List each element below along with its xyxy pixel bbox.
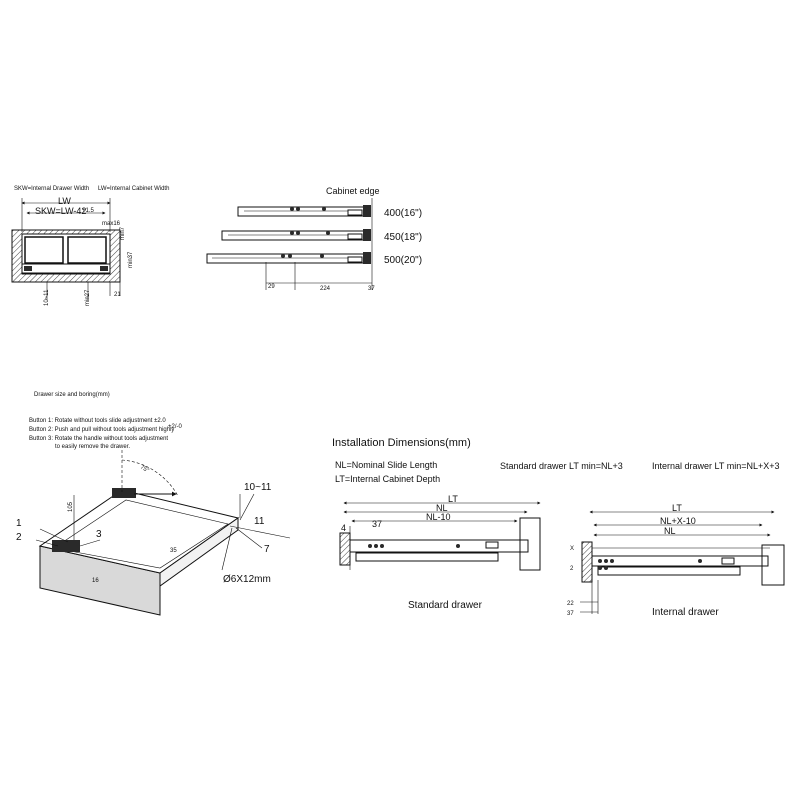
- callout-3: 3: [96, 529, 102, 540]
- int-caption: Internal drawer: [652, 607, 719, 618]
- cross-section-diagram: SKW=Internal Drawer Width LW=Internal Ca…: [11, 186, 169, 306]
- skw-label: SKW=LW-42: [35, 206, 86, 216]
- button-3-note-cont: to easily remove the drawer.: [55, 444, 130, 450]
- drawer-inner-edge: [53, 499, 229, 569]
- front-lock-device[interactable]: [52, 540, 80, 552]
- dim-224-label: 224: [320, 286, 331, 292]
- button-3-note: Button 3: Rotate the handle without tool…: [29, 436, 168, 442]
- leader-1: [39, 528, 69, 543]
- int-cabinet-side: [581, 541, 593, 583]
- internal-drawer-diagram: LT NL+X-10 NL X 2 22 37 Intern: [567, 503, 785, 618]
- slide-lengths-diagram: Cabinet edge 400(16") 450(18"): [206, 186, 422, 292]
- slide-450: 450(18"): [221, 229, 422, 243]
- int-dim-2-label: 2: [570, 566, 574, 572]
- int-slide-lower: [597, 566, 741, 576]
- length-400-label: 400(16"): [384, 208, 422, 219]
- internal-formula: Internal drawer LT min=NL+X+3: [652, 461, 780, 471]
- leader-3: [79, 539, 101, 547]
- callout-2: 2: [16, 532, 22, 543]
- drawer-box-left: [24, 236, 64, 264]
- int-dim-37-label: 37: [567, 611, 574, 617]
- d21-label: 21: [114, 292, 121, 298]
- drawer-perspective-diagram: Drawer size and boring(mm) Button 1: Rot…: [16, 392, 291, 616]
- leader-2: [35, 539, 59, 547]
- std-lt-label: LT: [448, 494, 458, 504]
- d10-11-label: 10~11: [44, 289, 50, 306]
- drawer-box-right: [67, 236, 107, 264]
- standard-drawer-diagram: LT NL NL-10 4 37 Standard drawer: [339, 494, 541, 611]
- int-dim-22-label: 22: [567, 601, 574, 607]
- nl-definition: NL=Nominal Slide Length: [335, 460, 437, 470]
- int-x-label: X: [570, 546, 574, 552]
- slide-rail-section: [21, 263, 111, 274]
- callout-1: 1: [16, 518, 22, 529]
- dim-11-label: 11: [254, 516, 265, 527]
- button-2-note: Button 2: Push and pull without tools ad…: [29, 427, 174, 433]
- length-500-label: 500(20"): [384, 255, 422, 266]
- skw-definition: SKW=Internal Drawer Width: [14, 186, 89, 192]
- std-nl10-label: NL-10: [426, 512, 451, 522]
- cabinet-edge-label: Cabinet edge: [326, 186, 380, 196]
- dim-16-label: 16: [92, 578, 99, 584]
- std-caption: Standard drawer: [408, 600, 483, 611]
- skw-tolerance: +1.5: [82, 208, 95, 214]
- min7-label: min7: [120, 226, 126, 240]
- dim-7-label: 7: [264, 544, 270, 555]
- min27-label: min27: [85, 289, 91, 306]
- lt-definition: LT=Internal Cabinet Depth: [335, 474, 440, 484]
- bore-label: Ø6X12mm: [223, 574, 271, 585]
- int-nl-label: NL: [664, 526, 676, 536]
- std-slide-lower: [355, 552, 499, 562]
- drawer-title: Drawer size and boring(mm): [34, 392, 110, 398]
- installation-dimensions: Installation Dimensions(mm) NL=Nominal S…: [332, 437, 785, 618]
- int-slide-body: [591, 555, 769, 567]
- install-title: Installation Dimensions(mm): [332, 437, 471, 449]
- int-lt-label: LT: [672, 503, 682, 513]
- int-nlx-label: NL+X-10: [660, 516, 696, 526]
- slide-clip-left: [24, 266, 32, 271]
- std-nl-label: NL: [436, 503, 448, 513]
- length-450-label: 450(18"): [384, 232, 422, 243]
- lw-definition: LW=Internal Cabinet Width: [98, 186, 169, 192]
- angle-label: 75°: [139, 465, 150, 475]
- slide-clip-right: [100, 266, 108, 271]
- dim-37-label: 37: [368, 286, 375, 292]
- std-slide-body: [349, 539, 529, 553]
- std-dim-37-label: 37: [372, 519, 382, 529]
- rear-hook-device: [112, 488, 136, 498]
- std-dim-4-label: 4: [341, 523, 346, 533]
- slide-400: 400(16"): [237, 205, 422, 219]
- dim-29-label: 29: [268, 284, 275, 290]
- dim-10-11-label: 10~11: [244, 482, 272, 493]
- lw-label: LW: [58, 196, 71, 206]
- int-cabinet-back: [761, 544, 785, 586]
- std-cabinet-back: [519, 517, 541, 571]
- dim-105-label: 105: [68, 501, 74, 512]
- dim-35-label: 35: [170, 548, 177, 554]
- max16-label: max16: [102, 221, 121, 227]
- button-1-note: Button 1: Rotate without tools slide adj…: [29, 418, 166, 424]
- standard-formula: Standard drawer LT min=NL+3: [500, 461, 623, 471]
- button-2-tolerance: +2/-0: [168, 424, 183, 430]
- min37-label: min37: [128, 251, 134, 268]
- rotate-arc: [121, 459, 179, 497]
- std-front-panel: [339, 532, 351, 566]
- slide-500: 500(20"): [206, 252, 422, 266]
